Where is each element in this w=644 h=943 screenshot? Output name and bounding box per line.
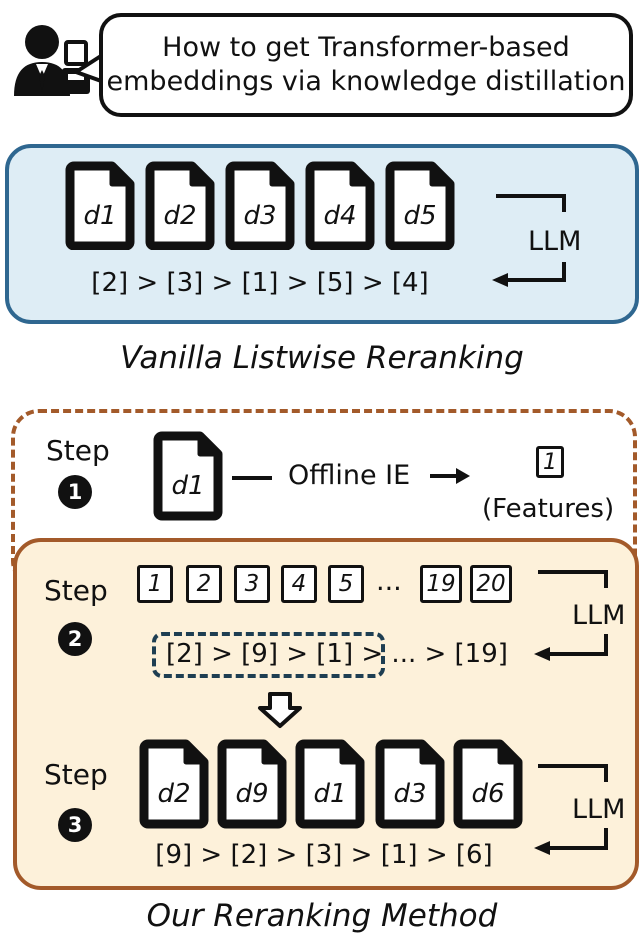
feature-box: 1 [536, 446, 564, 478]
step1-number: 1 [58, 475, 92, 509]
step3-docs: d2 d9 d1 d3 d6 [139, 739, 523, 829]
feature-box: 3 [234, 565, 270, 603]
document-icon: d2 [139, 739, 209, 829]
step1-doc: d1 [153, 431, 223, 521]
doc-label: d1 [313, 779, 346, 809]
doc-label: d3 [393, 779, 426, 809]
feature-box: 2 [186, 565, 222, 603]
question-line-1: How to get Transformer-based [162, 32, 570, 63]
document-icon: d2 [150, 166, 210, 246]
document-icon: d4 [310, 166, 370, 246]
document-icon: d9 [217, 739, 287, 829]
vanilla-caption: Vanilla Listwise Reranking [120, 340, 524, 376]
step3-ranking: [9] > [2] > [3] > [1] > [6] [155, 840, 493, 870]
document-icon: d1 [70, 166, 130, 246]
feature-box: 1 [137, 565, 173, 603]
down-arrow-icon [258, 692, 302, 728]
return-arrow-icon [534, 570, 608, 661]
step1-label: Step [46, 434, 110, 467]
step3-number: 3 [58, 808, 92, 842]
step2-ranking: [2] > [9] > [1] > ... > [19] [166, 639, 508, 669]
step1-region [11, 409, 637, 589]
feature-box: 4 [281, 565, 317, 603]
vanilla-llm-label: LLM [528, 226, 582, 257]
doc-label: d1 [171, 471, 204, 501]
doc-label: d6 [471, 779, 504, 809]
doc-label: d2 [163, 201, 196, 231]
document-icon: d6 [453, 739, 523, 829]
vanilla-ranking: [2] > [3] > [1] > [5] > [4] [91, 268, 429, 298]
doc-label: d2 [157, 779, 190, 809]
feature-box: 20 [470, 565, 512, 603]
step3-llm-label: LLM [572, 794, 626, 825]
arrow-right-icon [430, 468, 470, 484]
step2-llm-label: LLM [572, 600, 626, 631]
feature-box: 5 [328, 565, 364, 603]
return-arrow-icon [534, 764, 608, 855]
step2-number: 2 [58, 622, 92, 656]
doc-label: d3 [243, 201, 276, 231]
feature-box: 19 [420, 565, 462, 603]
document-icon: d5 [390, 166, 450, 246]
steps-panel [13, 538, 639, 890]
document-icon: d3 [375, 739, 445, 829]
question-bubble: How to get Transformer-based embeddings … [99, 13, 633, 117]
features-label: (Features) [482, 494, 615, 524]
doc-label: d9 [235, 779, 268, 809]
doc-label: d4 [323, 201, 356, 231]
doc-label: d5 [403, 201, 436, 231]
document-icon: d1 [295, 739, 365, 829]
user-icon [14, 25, 90, 96]
question-line-2: embeddings via knowledge distillation [106, 66, 626, 97]
document-icon: d1 [153, 431, 223, 521]
doc-label: d1 [83, 201, 116, 231]
step2-label: Step [44, 574, 108, 607]
selection-box [152, 632, 385, 678]
bubble-tail [74, 52, 106, 84]
ours-caption: Our Reranking Method [146, 898, 498, 934]
dash-line [232, 476, 272, 480]
feature-ellipsis: ... [376, 566, 402, 597]
vanilla-docs: d1 d2 d3 d4 d5 [60, 160, 460, 250]
document-icon: d3 [230, 166, 290, 246]
return-arrow-icon [492, 194, 566, 287]
step3-label: Step [44, 758, 108, 791]
offline-ie-label: Offline IE [288, 460, 411, 491]
